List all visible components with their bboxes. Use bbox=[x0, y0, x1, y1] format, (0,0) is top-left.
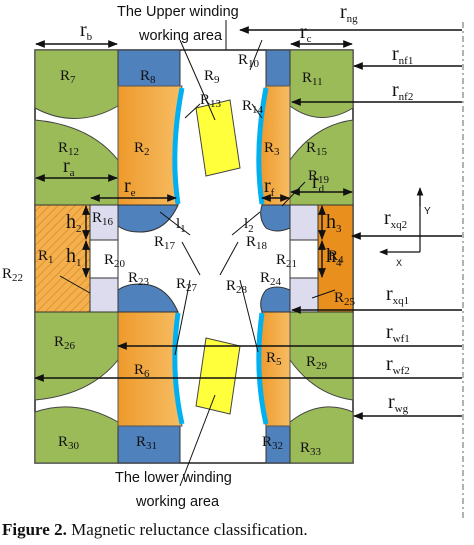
label-r24: R24 bbox=[260, 270, 282, 288]
region-r22-block bbox=[89, 277, 119, 313]
label-rxq1: rxq1 bbox=[386, 283, 409, 307]
gap-strip-upper-left bbox=[172, 87, 185, 205]
label-r18: R18 bbox=[246, 234, 268, 252]
label-rwg: rwg bbox=[388, 391, 409, 415]
region-r20-block bbox=[89, 239, 119, 279]
label-r13: R13 bbox=[200, 92, 222, 110]
pole-lower-right bbox=[260, 286, 291, 313]
region-r10 bbox=[265, 49, 291, 87]
label-r1: R1 bbox=[38, 248, 54, 266]
label-rnf1: rnf1 bbox=[392, 43, 413, 67]
label-h4: h4 bbox=[326, 245, 342, 269]
label-r12: R12 bbox=[58, 140, 79, 158]
label-l1: l1 bbox=[176, 216, 186, 235]
region-r16 bbox=[89, 204, 119, 241]
label-rwf2: rwf2 bbox=[386, 353, 410, 377]
label-r26: R26 bbox=[54, 334, 76, 352]
region-r7 bbox=[34, 49, 119, 119]
region-r30 bbox=[34, 406, 119, 464]
region-r8 bbox=[117, 49, 181, 87]
label-r29: R29 bbox=[306, 354, 328, 372]
label-r28: R28 bbox=[226, 278, 248, 296]
label-r6: R6 bbox=[134, 362, 150, 380]
label-h1: h1 bbox=[66, 245, 82, 269]
winding-upper bbox=[195, 99, 241, 177]
region-r25-block bbox=[289, 277, 319, 313]
label-r21: R21 bbox=[276, 252, 297, 270]
label-r4: R4 bbox=[328, 248, 344, 266]
region-r1 bbox=[34, 204, 91, 313]
label-r7: R7 bbox=[60, 68, 76, 86]
caption-prefix: Figure 2. bbox=[2, 520, 67, 539]
label-r31: R31 bbox=[136, 434, 157, 452]
region-r11 bbox=[289, 49, 354, 118]
gap-strip-upper-right bbox=[256, 87, 269, 205]
label-rnf2: rnf2 bbox=[392, 79, 413, 103]
label-r20: R20 bbox=[104, 252, 126, 270]
dimension-lines bbox=[34, 26, 462, 420]
region-labels: R7 R8 R9 R10 R11 R13 R14 R2 R3 R12 R15 R… bbox=[2, 52, 356, 458]
region-r6 bbox=[117, 311, 183, 427]
label-r30: R30 bbox=[58, 434, 80, 452]
pole-upper-right bbox=[260, 204, 291, 232]
label-r22: R22 bbox=[2, 266, 23, 284]
gap-strip-lower-left bbox=[172, 312, 185, 425]
label-l2: l2 bbox=[244, 216, 254, 235]
label-r27: R27 bbox=[176, 276, 198, 294]
axis-y-label: Y bbox=[424, 206, 431, 217]
label-r2: R2 bbox=[134, 140, 150, 158]
caption-text: Magnetic reluctance classification. bbox=[66, 520, 308, 539]
region-r31 bbox=[117, 425, 181, 464]
pointer-lines bbox=[59, 39, 336, 487]
label-r32: R32 bbox=[262, 434, 283, 452]
label-r16: R16 bbox=[92, 210, 114, 228]
label-rc: rc bbox=[300, 21, 312, 45]
label-rxq2: rxq2 bbox=[384, 207, 407, 231]
label-r11: R11 bbox=[302, 70, 323, 88]
label-r33: R33 bbox=[300, 440, 322, 458]
label-r5: R5 bbox=[266, 350, 282, 368]
lower-area-line1: The lower winding bbox=[115, 470, 232, 486]
label-r10: R10 bbox=[238, 52, 260, 70]
label-rf: rf bbox=[264, 175, 275, 199]
label-rb: rb bbox=[80, 19, 93, 43]
label-r15: R15 bbox=[306, 140, 328, 158]
label-ra: ra bbox=[63, 155, 75, 179]
label-r23: R23 bbox=[128, 270, 150, 288]
label-r9: R9 bbox=[204, 68, 220, 86]
label-rwf1: rwf1 bbox=[386, 321, 410, 345]
gap-strip-lower-right bbox=[256, 312, 269, 425]
figure-caption: Figure 2. Magnetic reluctance classifica… bbox=[2, 520, 308, 540]
region-r32 bbox=[265, 425, 291, 464]
winding-lower bbox=[195, 337, 241, 415]
region-r33 bbox=[289, 406, 354, 464]
label-r17: R17 bbox=[154, 234, 176, 252]
label-r25: R25 bbox=[334, 290, 356, 308]
pole-upper-left bbox=[117, 204, 179, 233]
region-r15 bbox=[289, 119, 354, 206]
label-r14: R14 bbox=[242, 98, 264, 116]
label-r19: R19 bbox=[308, 168, 330, 186]
label-r8: R8 bbox=[140, 68, 156, 86]
region-r21-block bbox=[289, 239, 319, 279]
upper-area-line1: The Upper winding bbox=[117, 4, 239, 20]
region-r21-block-top bbox=[289, 204, 319, 241]
label-h3: h3 bbox=[326, 211, 342, 235]
lower-area-line2: working area bbox=[135, 494, 220, 510]
label-h2: h2 bbox=[66, 211, 82, 235]
pole-lower-left bbox=[117, 283, 179, 313]
upper-area-line2: working area bbox=[138, 28, 223, 44]
label-re: re bbox=[124, 175, 136, 199]
label-r3: R3 bbox=[264, 140, 280, 158]
axis-x-label: X bbox=[396, 258, 402, 268]
label-rng: rng bbox=[340, 1, 358, 25]
label-rd: rd bbox=[312, 171, 325, 195]
